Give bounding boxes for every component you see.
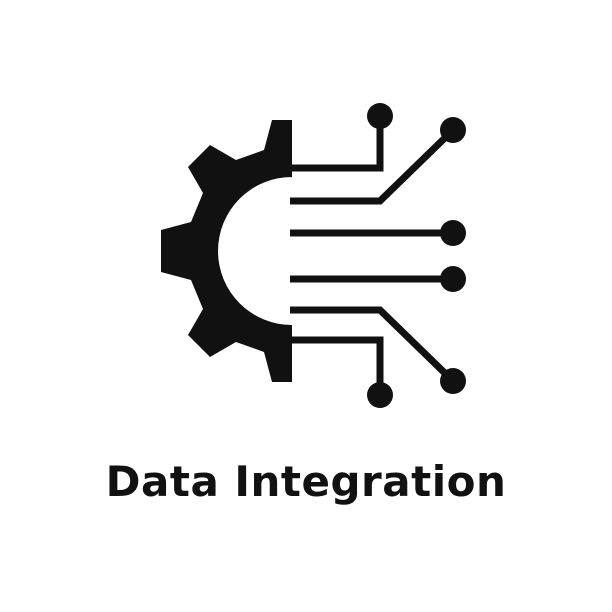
circuit-nodes: [367, 103, 466, 408]
circuit-node-1: [367, 103, 393, 129]
circuit-node-4: [440, 266, 466, 292]
circuit-node-6: [367, 382, 393, 408]
circuit-lines: [290, 118, 455, 395]
circuit-line-6: [290, 336, 384, 395]
circuit-node-5: [440, 368, 466, 394]
circuit-line-1: [290, 118, 384, 172]
circuit-line-5: [290, 306, 455, 383]
circuit-node-3: [440, 220, 466, 246]
half-gear-shape: [161, 120, 292, 382]
caption-title: Data Integration: [105, 457, 507, 506]
circuit-line-2: [290, 128, 455, 205]
circuit-node-2: [440, 117, 466, 143]
